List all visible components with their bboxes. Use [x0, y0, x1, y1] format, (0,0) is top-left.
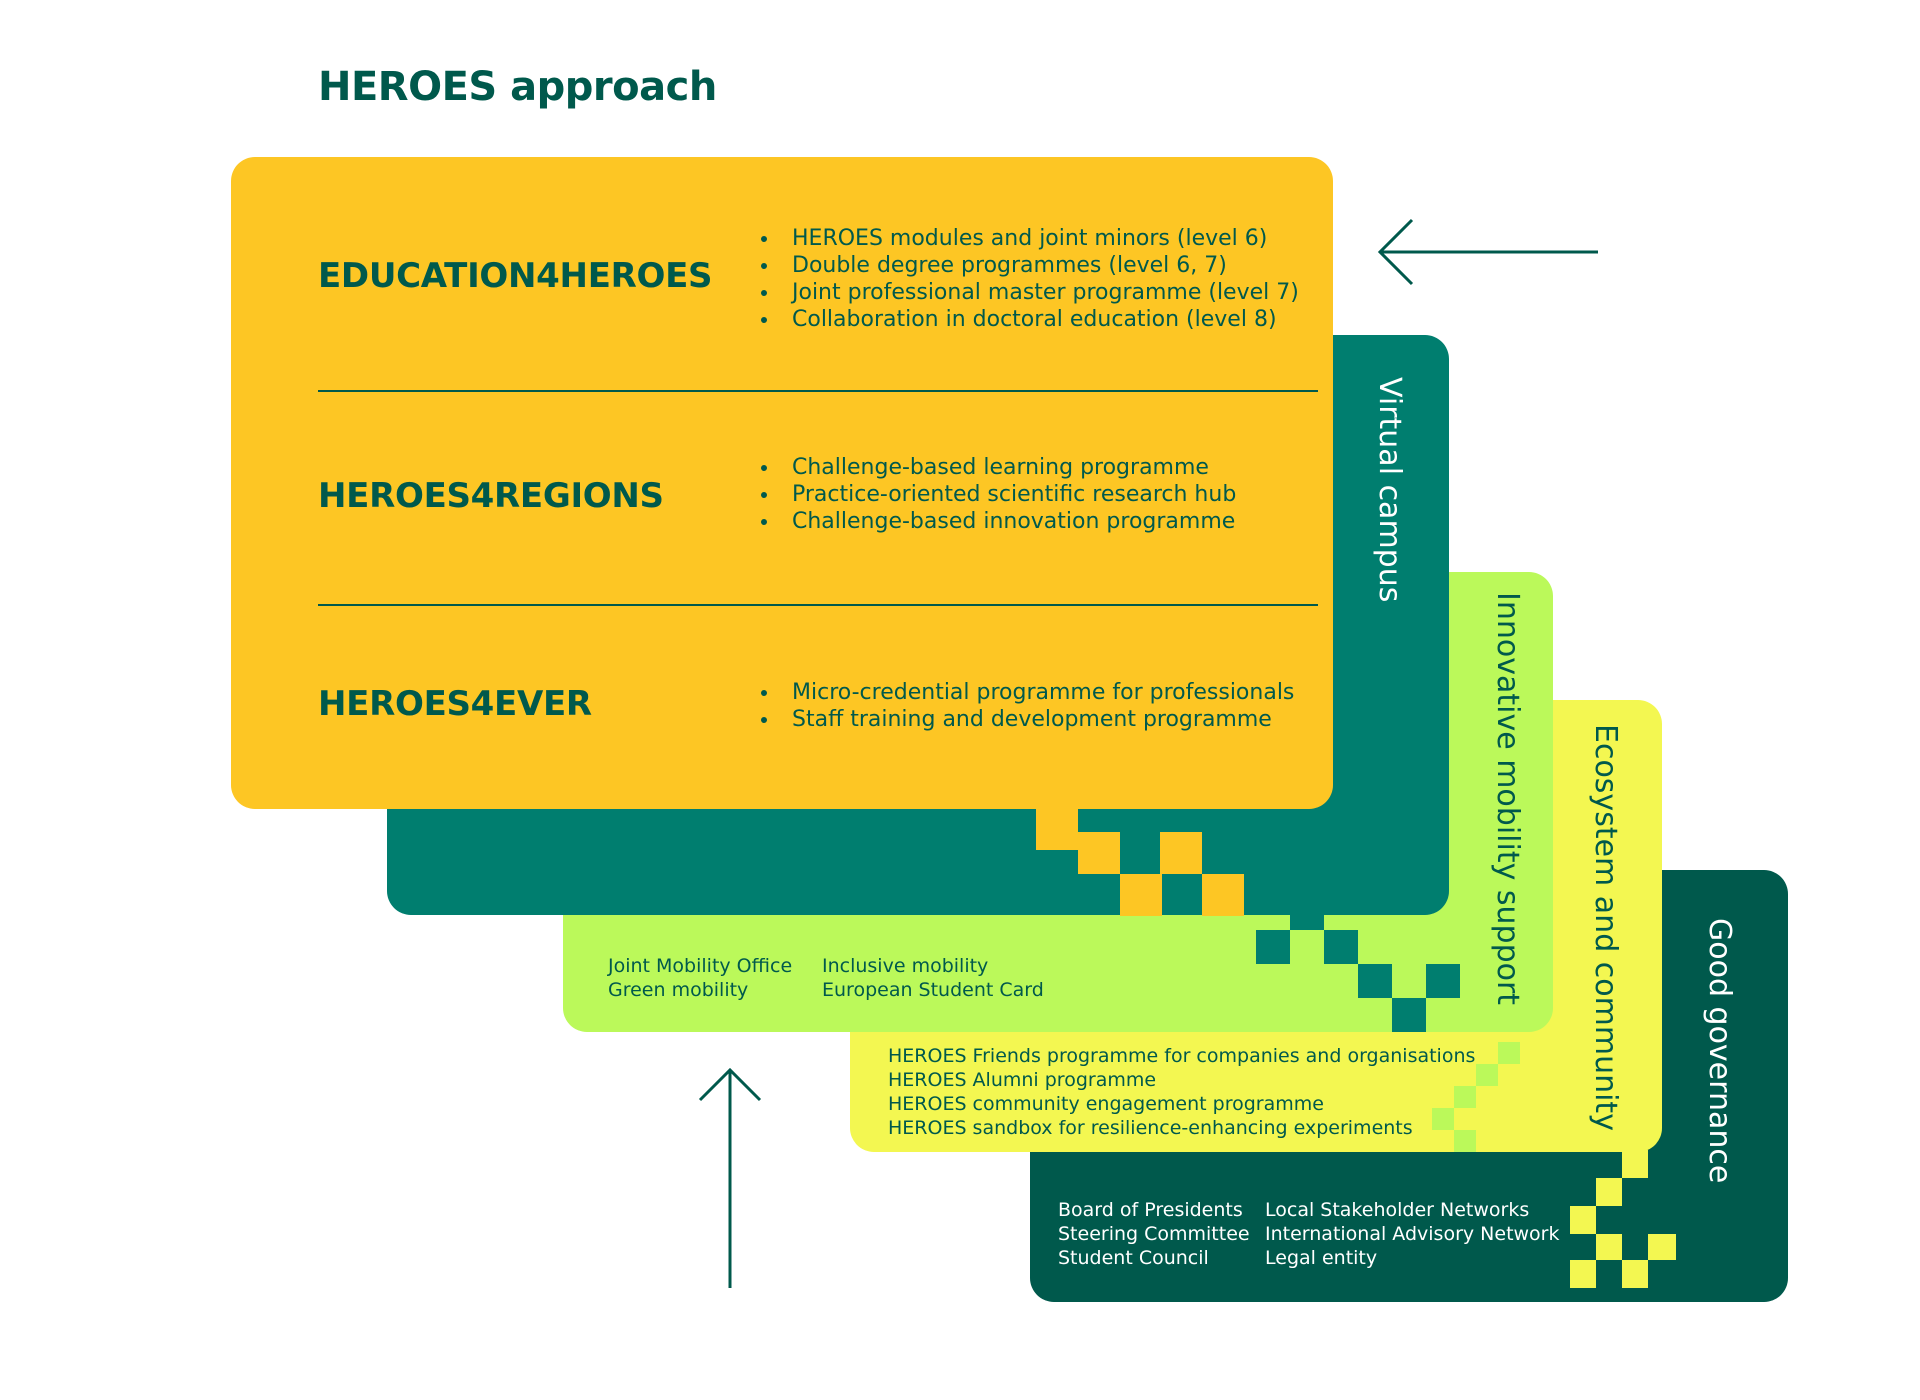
- pixel-pattern-decoration: [1622, 1152, 1648, 1178]
- list-item: Staff training and development programme: [780, 706, 1294, 733]
- mobility-label: Innovative mobility support: [1490, 592, 1525, 1006]
- pixel-pattern-decoration: [1426, 964, 1460, 998]
- governance-item: Student Council: [1058, 1247, 1209, 1269]
- governance-item: Local Stakeholder Networks: [1265, 1199, 1530, 1221]
- pixel-pattern-decoration: [1358, 964, 1392, 998]
- pixel-pattern-decoration: [1596, 1234, 1622, 1260]
- list-item: Practice-oriented scientific research hu…: [780, 481, 1236, 508]
- governance-item: International Advisory Network: [1265, 1223, 1560, 1245]
- ecosystem-item: HEROES sandbox for resilience-enhancing …: [888, 1117, 1413, 1139]
- governance-item: Board of Presidents: [1058, 1199, 1243, 1221]
- pixel-pattern-decoration: [1202, 874, 1244, 916]
- pixel-pattern-decoration: [1392, 998, 1426, 1032]
- mobility-item: Joint Mobility Office: [608, 955, 793, 977]
- ecosystem-label: Ecosystem and community: [1588, 724, 1623, 1131]
- pixel-pattern-decoration: [1570, 1206, 1596, 1234]
- pixel-pattern-decoration: [1622, 1260, 1648, 1288]
- pixel-pattern-decoration: [1432, 1108, 1454, 1130]
- governance-col1: Board of Presidents Steering Committee S…: [1058, 1198, 1250, 1270]
- arrow-left-icon: [1377, 218, 1598, 286]
- heroes4regions-list: Challenge-based learning programme Pract…: [758, 454, 1236, 535]
- arrow-up-icon: [698, 1067, 762, 1288]
- mobility-item: Inclusive mobility: [822, 955, 989, 977]
- heroes4ever-list: Micro-credential programme for professio…: [758, 679, 1294, 733]
- ecosystem-item: HEROES Friends programme for companies a…: [888, 1045, 1476, 1067]
- section-heading-heroes4regions: HEROES4REGIONS: [318, 476, 664, 516]
- section-heading-heroes4ever: HEROES4EVER: [318, 684, 592, 724]
- pixel-pattern-decoration: [1078, 832, 1120, 874]
- governance-item: Steering Committee: [1058, 1223, 1250, 1245]
- governance-label: Good governance: [1702, 918, 1737, 1184]
- pixel-pattern-decoration: [1120, 874, 1162, 916]
- pixel-pattern-decoration: [1570, 1260, 1596, 1288]
- pixel-pattern-decoration: [1648, 1234, 1676, 1260]
- list-item: Joint professional master programme (lev…: [780, 279, 1299, 306]
- section-divider: [318, 390, 1318, 392]
- list-item: Collaboration in doctoral education (lev…: [780, 306, 1299, 333]
- section-divider: [318, 604, 1318, 606]
- list-item: Challenge-based learning programme: [780, 454, 1236, 481]
- pixel-pattern-decoration: [1498, 1042, 1520, 1064]
- pixel-pattern-decoration: [1454, 1130, 1476, 1152]
- mobility-item: Green mobility: [608, 979, 749, 1001]
- ecosystem-items: HEROES Friends programme for companies a…: [888, 1044, 1475, 1140]
- governance-item: Legal entity: [1265, 1247, 1378, 1269]
- mobility-item: European Student Card: [822, 979, 1044, 1001]
- education-card: [231, 157, 1333, 809]
- mobility-col2: Inclusive mobility European Student Card: [822, 954, 1044, 1002]
- ecosystem-item: HEROES Alumni programme: [888, 1069, 1157, 1091]
- pixel-pattern-decoration: [1596, 1178, 1622, 1206]
- list-item: Challenge-based innovation programme: [780, 508, 1236, 535]
- ecosystem-item: HEROES community engagement programme: [888, 1093, 1324, 1115]
- pixel-pattern-decoration: [1160, 832, 1202, 874]
- pixel-pattern-decoration: [1256, 930, 1290, 964]
- pixel-pattern-decoration: [1324, 930, 1358, 964]
- pixel-pattern-decoration: [1476, 1064, 1498, 1086]
- diagram-title: HEROES approach: [318, 64, 717, 110]
- governance-col2: Local Stakeholder Networks International…: [1265, 1198, 1560, 1270]
- education4heroes-list: HEROES modules and joint minors (level 6…: [758, 225, 1299, 333]
- section-heading-education4heroes: EDUCATION4HEROES: [318, 256, 713, 296]
- pixel-pattern-decoration: [1454, 1086, 1476, 1108]
- list-item: HEROES modules and joint minors (level 6…: [780, 225, 1299, 252]
- list-item: Double degree programmes (level 6, 7): [780, 252, 1299, 279]
- virtual-campus-label: Virtual campus: [1372, 377, 1407, 603]
- list-item: Micro-credential programme for professio…: [780, 679, 1294, 706]
- mobility-col1: Joint Mobility Office Green mobility: [608, 954, 792, 1002]
- pixel-pattern-decoration: [1036, 808, 1078, 850]
